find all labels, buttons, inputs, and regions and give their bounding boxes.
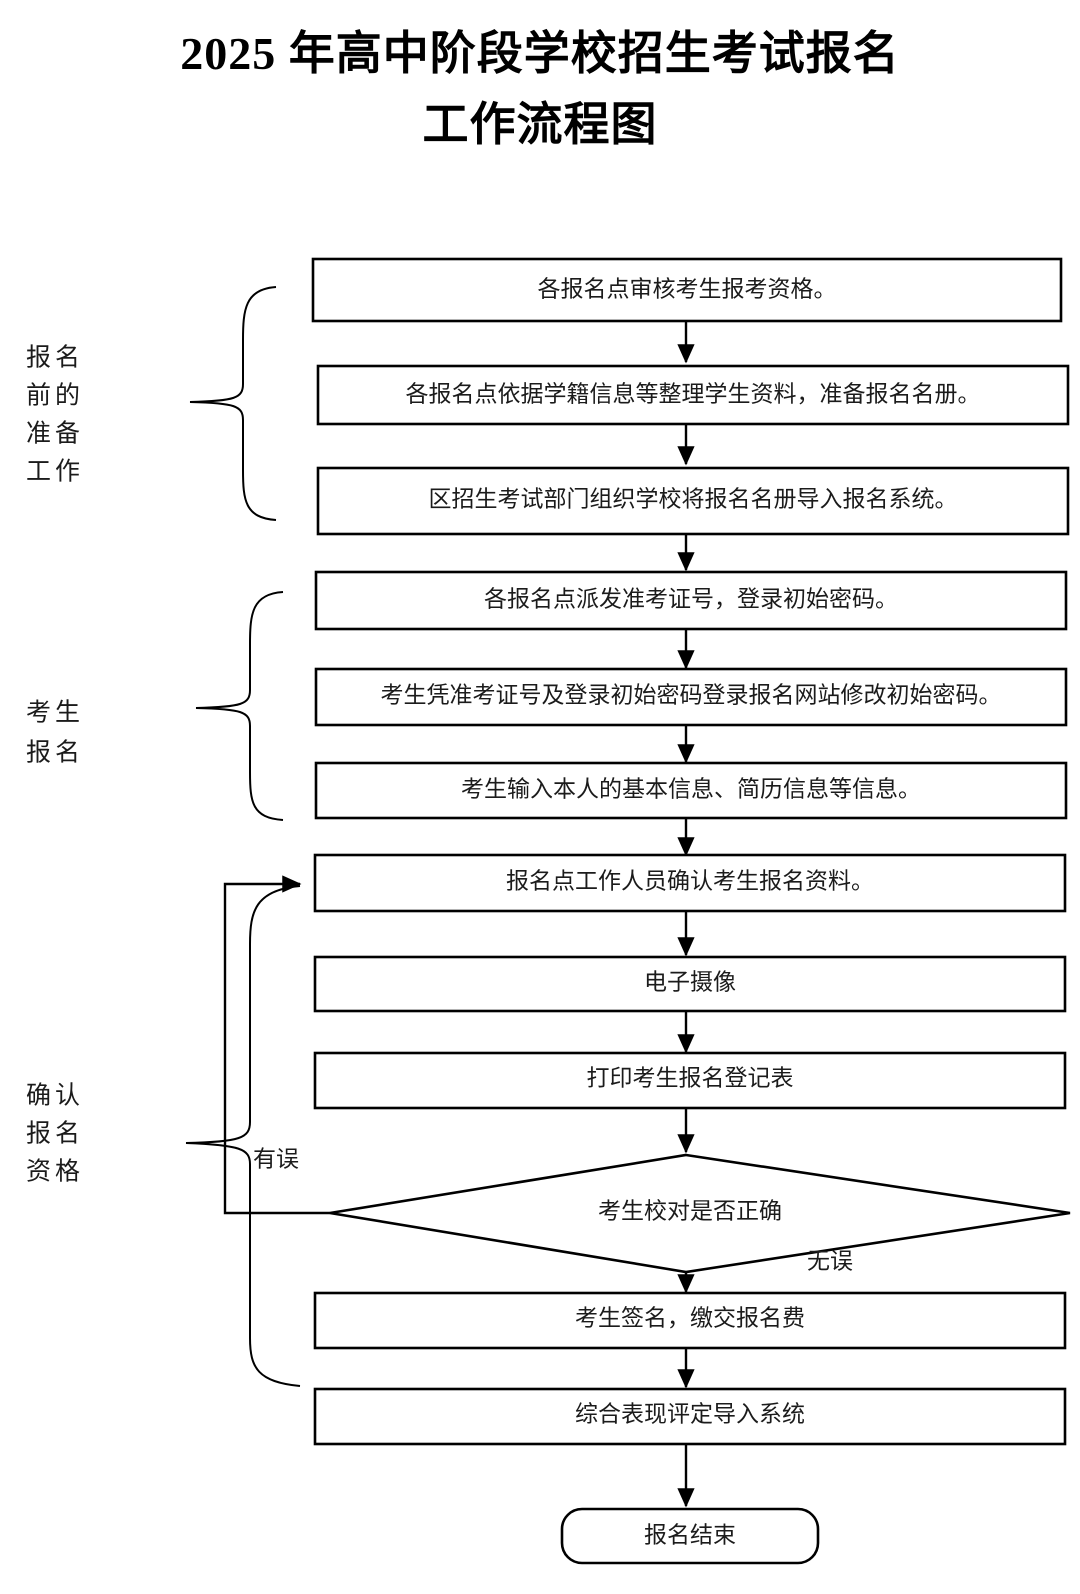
group-label-3-line-1: 确认 [26,1082,84,1110]
flow-node-n1-label: 各报名点审核考生报考资格。 [538,276,837,301]
group-label-1-line-1: 报名 [26,344,84,372]
flow-node-n11[interactable] [313,1291,1067,1350]
group-label-3-line-2: 报名 [26,1120,84,1148]
connector-n10-n7-error [223,875,330,1215]
flow-node-n2-label: 各报名点依据学籍信息等整理学生资料，准备报名名册。 [406,381,981,406]
group-brace-3 [185,885,301,1387]
flow-node-n5-label: 考生凭准考证号及登录初始密码登录报名网站修改初始密码。 [381,682,1002,707]
flow-node-n12[interactable] [313,1387,1067,1446]
group-label-1-line-2: 前的 [26,382,84,410]
flow-node-n7[interactable] [313,853,1067,913]
edge-label-no-error: 无误 [807,1248,853,1273]
flow-node-n13-label: 报名结束 [644,1522,736,1547]
page-title-line-1: 2025 年高中阶段学校招生考试报名 [180,28,900,79]
page-title-line-2: 工作流程图 [422,99,658,151]
flow-node-n3[interactable] [316,466,1070,536]
group-label-1-line-4: 工作 [26,458,84,486]
flow-node-n4-label: 各报名点派发准考证号，登录初始密码。 [484,586,898,611]
group-label-3-line-3: 资格 [26,1158,84,1186]
flow-node-n9-label: 打印考生报名登记表 [587,1065,794,1090]
group-brace-1 [189,286,277,521]
flow-node-n10-label: 考生校对是否正确 [598,1198,782,1223]
flow-node-n3-label: 区招生考试部门组织学校将报名名册导入报名系统。 [429,486,958,511]
flow-node-n7-label: 报名点工作人员确认考生报名资料。 [506,868,874,893]
flow-node-n5[interactable] [314,667,1068,727]
group-label-2-line-1: 考生 [26,699,84,727]
flow-node-n6[interactable] [314,761,1068,820]
flow-node-n6-label: 考生输入本人的基本信息、简历信息等信息。 [461,776,921,801]
group-label-2-line-2: 报名 [26,739,84,767]
flow-node-n8-label: 电子摄像 [644,969,736,994]
flow-node-n1[interactable] [311,257,1063,323]
flow-node-n10[interactable] [329,1153,1071,1274]
flow-node-n4[interactable] [314,570,1068,631]
group-brace-2 [195,591,284,821]
flow-node-n11-label: 考生签名，缴交报名费 [575,1305,805,1330]
page-title: 2025 年高中阶段学校招生考试报名 工作流程图 [0,18,1080,161]
flow-node-n8[interactable] [313,955,1067,1013]
flow-node-n13[interactable] [560,1507,820,1565]
flow-node-n9[interactable] [313,1051,1067,1110]
flow-node-n12-label: 综合表现评定导入系统 [575,1401,805,1426]
group-label-1-line-3: 准备 [26,420,84,448]
flow-node-n2[interactable] [316,364,1070,426]
edge-label-error: 有误 [253,1146,299,1171]
